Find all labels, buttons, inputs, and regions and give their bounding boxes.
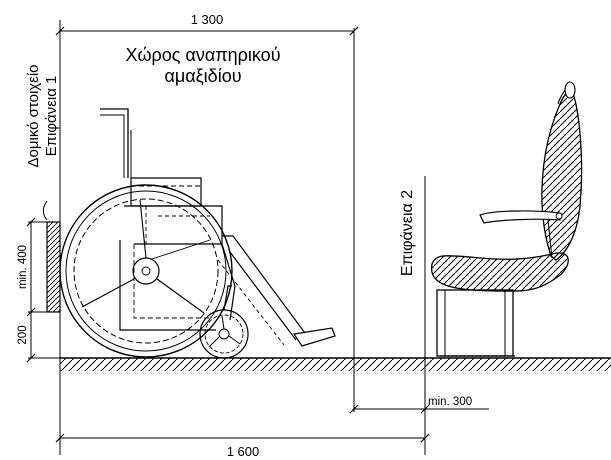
top-dimension: 1 300 <box>55 12 359 36</box>
gap-dimension: min. 300 <box>349 396 489 414</box>
floor <box>60 357 611 371</box>
min-gap-value: min. 300 <box>428 396 472 408</box>
surface-1-panel <box>42 200 61 313</box>
panel-height-value: min. 400 <box>17 245 29 289</box>
vertical-dimension: min. 400 200 <box>17 217 36 363</box>
bottom-width-value: 1 600 <box>227 444 260 459</box>
surface-1-label: Επιφάνεια 1 <box>43 76 60 157</box>
seat-icon <box>430 81 583 357</box>
bottom-dimension: 1 600 <box>55 433 430 459</box>
wheelchair-space-title-line2: αμαξιδίου <box>164 66 241 86</box>
surface-2-label: Επιφάνεια 2 <box>399 190 416 276</box>
top-width-value: 1 300 <box>191 12 224 27</box>
wheelchair-space-title-line1: Χώρος αναπηρικού <box>125 45 280 65</box>
structural-element-label: Δομικό στοιχείο <box>25 64 42 167</box>
panel-base-value: 200 <box>17 325 29 344</box>
wheelchair-icon <box>59 108 336 359</box>
